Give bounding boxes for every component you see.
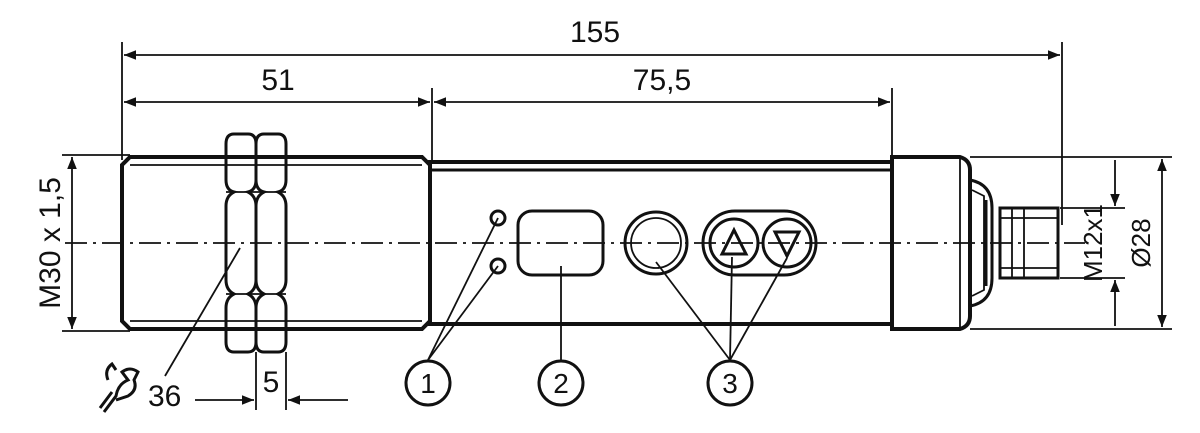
led-indicator-top (489, 209, 507, 227)
hex-nut-left (224, 132, 258, 354)
wrench-icon (98, 361, 140, 413)
dimension-thread-length-label: 51 (261, 64, 294, 97)
callout-2-label: 2 (553, 368, 569, 399)
dimension-nut-width: 5 (195, 352, 348, 410)
arrow-button-pair (701, 209, 818, 277)
callout-2: 2 (537, 359, 585, 407)
callout-1-label: 1 (420, 368, 436, 399)
leader-lines-callout-3 (655, 256, 788, 361)
wrench-size-label: 36 (148, 380, 181, 413)
leader-lines-callout-1 (427, 217, 499, 361)
rear-housing (890, 155, 972, 331)
dimension-thread-spec: M30 x 1,5 (34, 154, 130, 332)
dimension-body-diameter-label: Ø28 (1126, 218, 1156, 267)
threaded-section (120, 155, 432, 331)
triangle-up-icon (708, 217, 760, 269)
callout-1: 1 (404, 359, 452, 407)
dimension-body-length: 75,5 (434, 64, 890, 107)
callout-3-label: 3 (722, 368, 738, 399)
dimension-thread-spec-label: M30 x 1,5 (34, 177, 67, 309)
dimension-body-diameter: Ø28 (970, 156, 1172, 330)
led-indicator-bottom (489, 257, 507, 275)
dimension-nut-width-label: 5 (263, 366, 280, 399)
dimension-total-length-label: 155 (570, 16, 620, 49)
callout-3: 3 (706, 359, 754, 407)
dimension-connector-spec: M12x1 (1060, 160, 1125, 326)
m12-connector (998, 206, 1060, 280)
leader-line-wrench (164, 247, 241, 377)
hex-nut-right (254, 132, 288, 354)
triangle-down-icon (761, 217, 813, 269)
set-button (623, 210, 689, 276)
connector-flange (969, 178, 994, 308)
dimension-total-length: 155 (124, 16, 1060, 60)
dimension-connector-spec-label: M12x1 (1078, 204, 1108, 282)
dimension-thread-length: 51 (124, 64, 430, 107)
dimension-body-length-label: 75,5 (633, 64, 691, 97)
